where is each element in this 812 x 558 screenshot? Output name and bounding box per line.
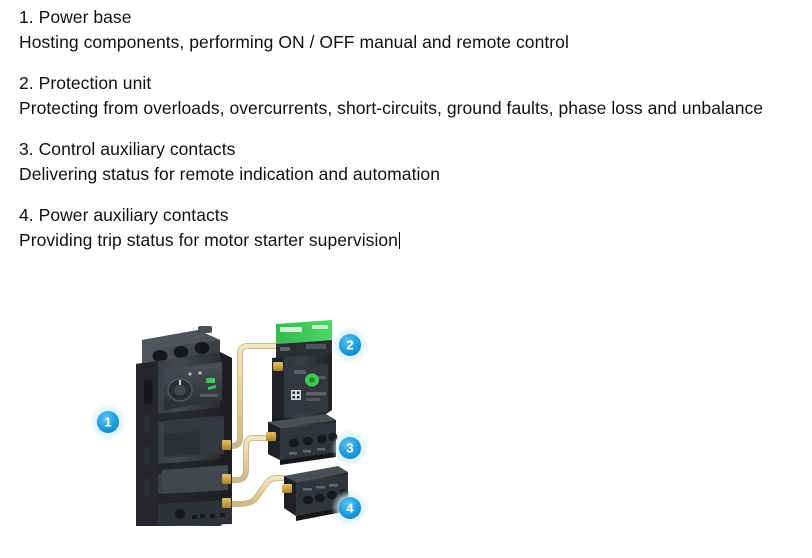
- callout-badge-1[interactable]: 1: [89, 403, 127, 441]
- callout-1-number: 1: [104, 415, 111, 430]
- diagram-svg: 1 2 3 4: [89, 320, 369, 527]
- terminal-hole-2: [173, 346, 189, 358]
- callout-badge-4[interactable]: 4: [331, 489, 369, 527]
- datamatrix-cell-3: [292, 396, 295, 399]
- bottom-marking-1: [192, 515, 197, 519]
- power-aux-terminal-1: [303, 495, 313, 505]
- callout-4-number: 4: [346, 501, 354, 516]
- paragraph-item-3: 3. Control auxiliary contacts Delivering…: [19, 137, 809, 186]
- power-base-mid-recess: [164, 431, 200, 456]
- power-aux-connector: [282, 484, 292, 493]
- datamatrix-cell-1: [292, 391, 295, 394]
- vent-slot-4: [144, 478, 151, 496]
- vent-slot-1: [144, 380, 153, 404]
- control-aux-terminal-1: [289, 438, 299, 448]
- item-3-heading: 3. Control auxiliary contacts: [19, 139, 236, 159]
- faceplate-label-strip: [200, 394, 218, 397]
- bottom-marking-2: [200, 514, 205, 518]
- brand-green-bar: [208, 385, 216, 390]
- control-aux-connector: [266, 432, 276, 441]
- part-power-base: [136, 326, 232, 526]
- item-2-body: Protecting from overloads, overcurrents,…: [19, 97, 764, 118]
- rotary-dial-knob[interactable]: [174, 384, 186, 396]
- datamatrix-cell-4: [297, 396, 300, 399]
- callout-3-circle[interactable]: [339, 437, 361, 459]
- control-aux-marking-2: [303, 450, 311, 453]
- connector-socket-mid: [222, 474, 231, 484]
- item-1-body: Hosting components, performing ON / OFF …: [19, 31, 569, 52]
- protection-unit-label-1: [294, 370, 306, 374]
- vent-slot-2: [144, 414, 151, 432]
- protection-unit-connector: [273, 362, 283, 371]
- part-control-auxiliary-contacts: [266, 414, 338, 465]
- description-text-block: 1. Power base Hosting components, perfor…: [19, 5, 809, 252]
- power-base-lower-band: [162, 465, 228, 494]
- datamatrix-cell-2: [297, 391, 300, 394]
- item-4-body-wrapper: Providing trip status for motor starter …: [19, 228, 809, 253]
- cable-to-power-aux: [227, 475, 285, 507]
- bottom-marking-3: [210, 514, 215, 518]
- callout-4-circle[interactable]: [339, 497, 361, 519]
- protection-unit-label-3: [306, 392, 326, 396]
- power-aux-terminal-2: [315, 493, 325, 503]
- item-2-heading: 2. Protection unit: [19, 73, 152, 93]
- protection-unit-header-label-1: [280, 347, 290, 351]
- control-aux-top: [268, 414, 336, 428]
- connector-socket-bottom: [222, 498, 231, 508]
- callout-2-number: 2: [346, 338, 353, 353]
- bottom-marking-4: [220, 513, 225, 517]
- power-base-top-tab: [198, 326, 212, 333]
- protection-unit-green-dial-center[interactable]: [309, 377, 315, 383]
- callout-badge-3[interactable]: 3: [331, 429, 369, 467]
- power-aux-left-face: [284, 476, 296, 516]
- indicator-dot-2: [198, 371, 202, 375]
- callout-3-number: 3: [346, 441, 353, 456]
- text-cursor: [398, 231, 400, 249]
- control-aux-bottom: [280, 452, 336, 465]
- product-diagram: 1 2 3 4: [80, 318, 390, 558]
- cable-to-control-aux: [227, 435, 269, 483]
- indicator-dot-1: [188, 372, 192, 376]
- control-aux-terminal-2: [303, 436, 313, 446]
- power-base-bottom: [158, 500, 232, 526]
- paragraph-item-1: 1. Power base Hosting components, perfor…: [19, 5, 809, 54]
- protection-unit-header-label-2: [306, 344, 326, 349]
- protection-unit-left-face: [272, 357, 284, 418]
- item-3-body: Delivering status for remote indication …: [19, 163, 440, 184]
- power-aux-marking-3: [329, 484, 338, 487]
- protection-unit-label-4: [306, 398, 320, 401]
- vent-slot-3: [144, 446, 151, 464]
- bottom-port: [175, 509, 185, 519]
- rotary-dial-pointer: [179, 380, 181, 385]
- module-seam-1: [158, 406, 232, 422]
- protection-unit-brand-block: [280, 327, 302, 332]
- protection-unit-brand-text: [312, 325, 328, 329]
- protection-unit-faceplate: [288, 364, 328, 414]
- power-aux-marking-1: [303, 488, 312, 491]
- protection-unit-label-2: [318, 376, 326, 379]
- paragraph-item-2: 2. Protection unit Protecting from overl…: [19, 71, 809, 120]
- part-protection-unit: [272, 320, 332, 426]
- item-4-body: Providing trip status for motor starter …: [19, 229, 398, 250]
- power-base-connectors: [222, 440, 231, 508]
- terminal-hole-3: [194, 342, 210, 354]
- control-aux-terminal-3: [317, 434, 327, 444]
- callout-2-circle[interactable]: [339, 334, 361, 356]
- item-4-heading: 4. Power auxiliary contacts: [19, 205, 229, 225]
- connector-socket-top: [222, 440, 231, 450]
- brand-green-accent: [206, 378, 215, 383]
- callout-1-circle[interactable]: [97, 411, 119, 433]
- power-base-top-face: [142, 330, 220, 350]
- callout-badge-2[interactable]: 2: [331, 326, 369, 364]
- power-aux-top: [284, 466, 348, 482]
- item-1-heading: 1. Power base: [19, 7, 132, 27]
- control-aux-marking-1: [289, 452, 297, 455]
- paragraph-item-4: 4. Power auxiliary contacts Providing tr…: [19, 203, 809, 252]
- callout-badges: 1 2 3 4: [89, 326, 369, 527]
- protection-unit-datamatrix: [291, 390, 301, 400]
- control-aux-marking-3: [317, 448, 325, 451]
- terminal-hole-1: [152, 350, 168, 362]
- power-aux-marking-2: [316, 486, 325, 489]
- module-seam-3: [158, 490, 232, 504]
